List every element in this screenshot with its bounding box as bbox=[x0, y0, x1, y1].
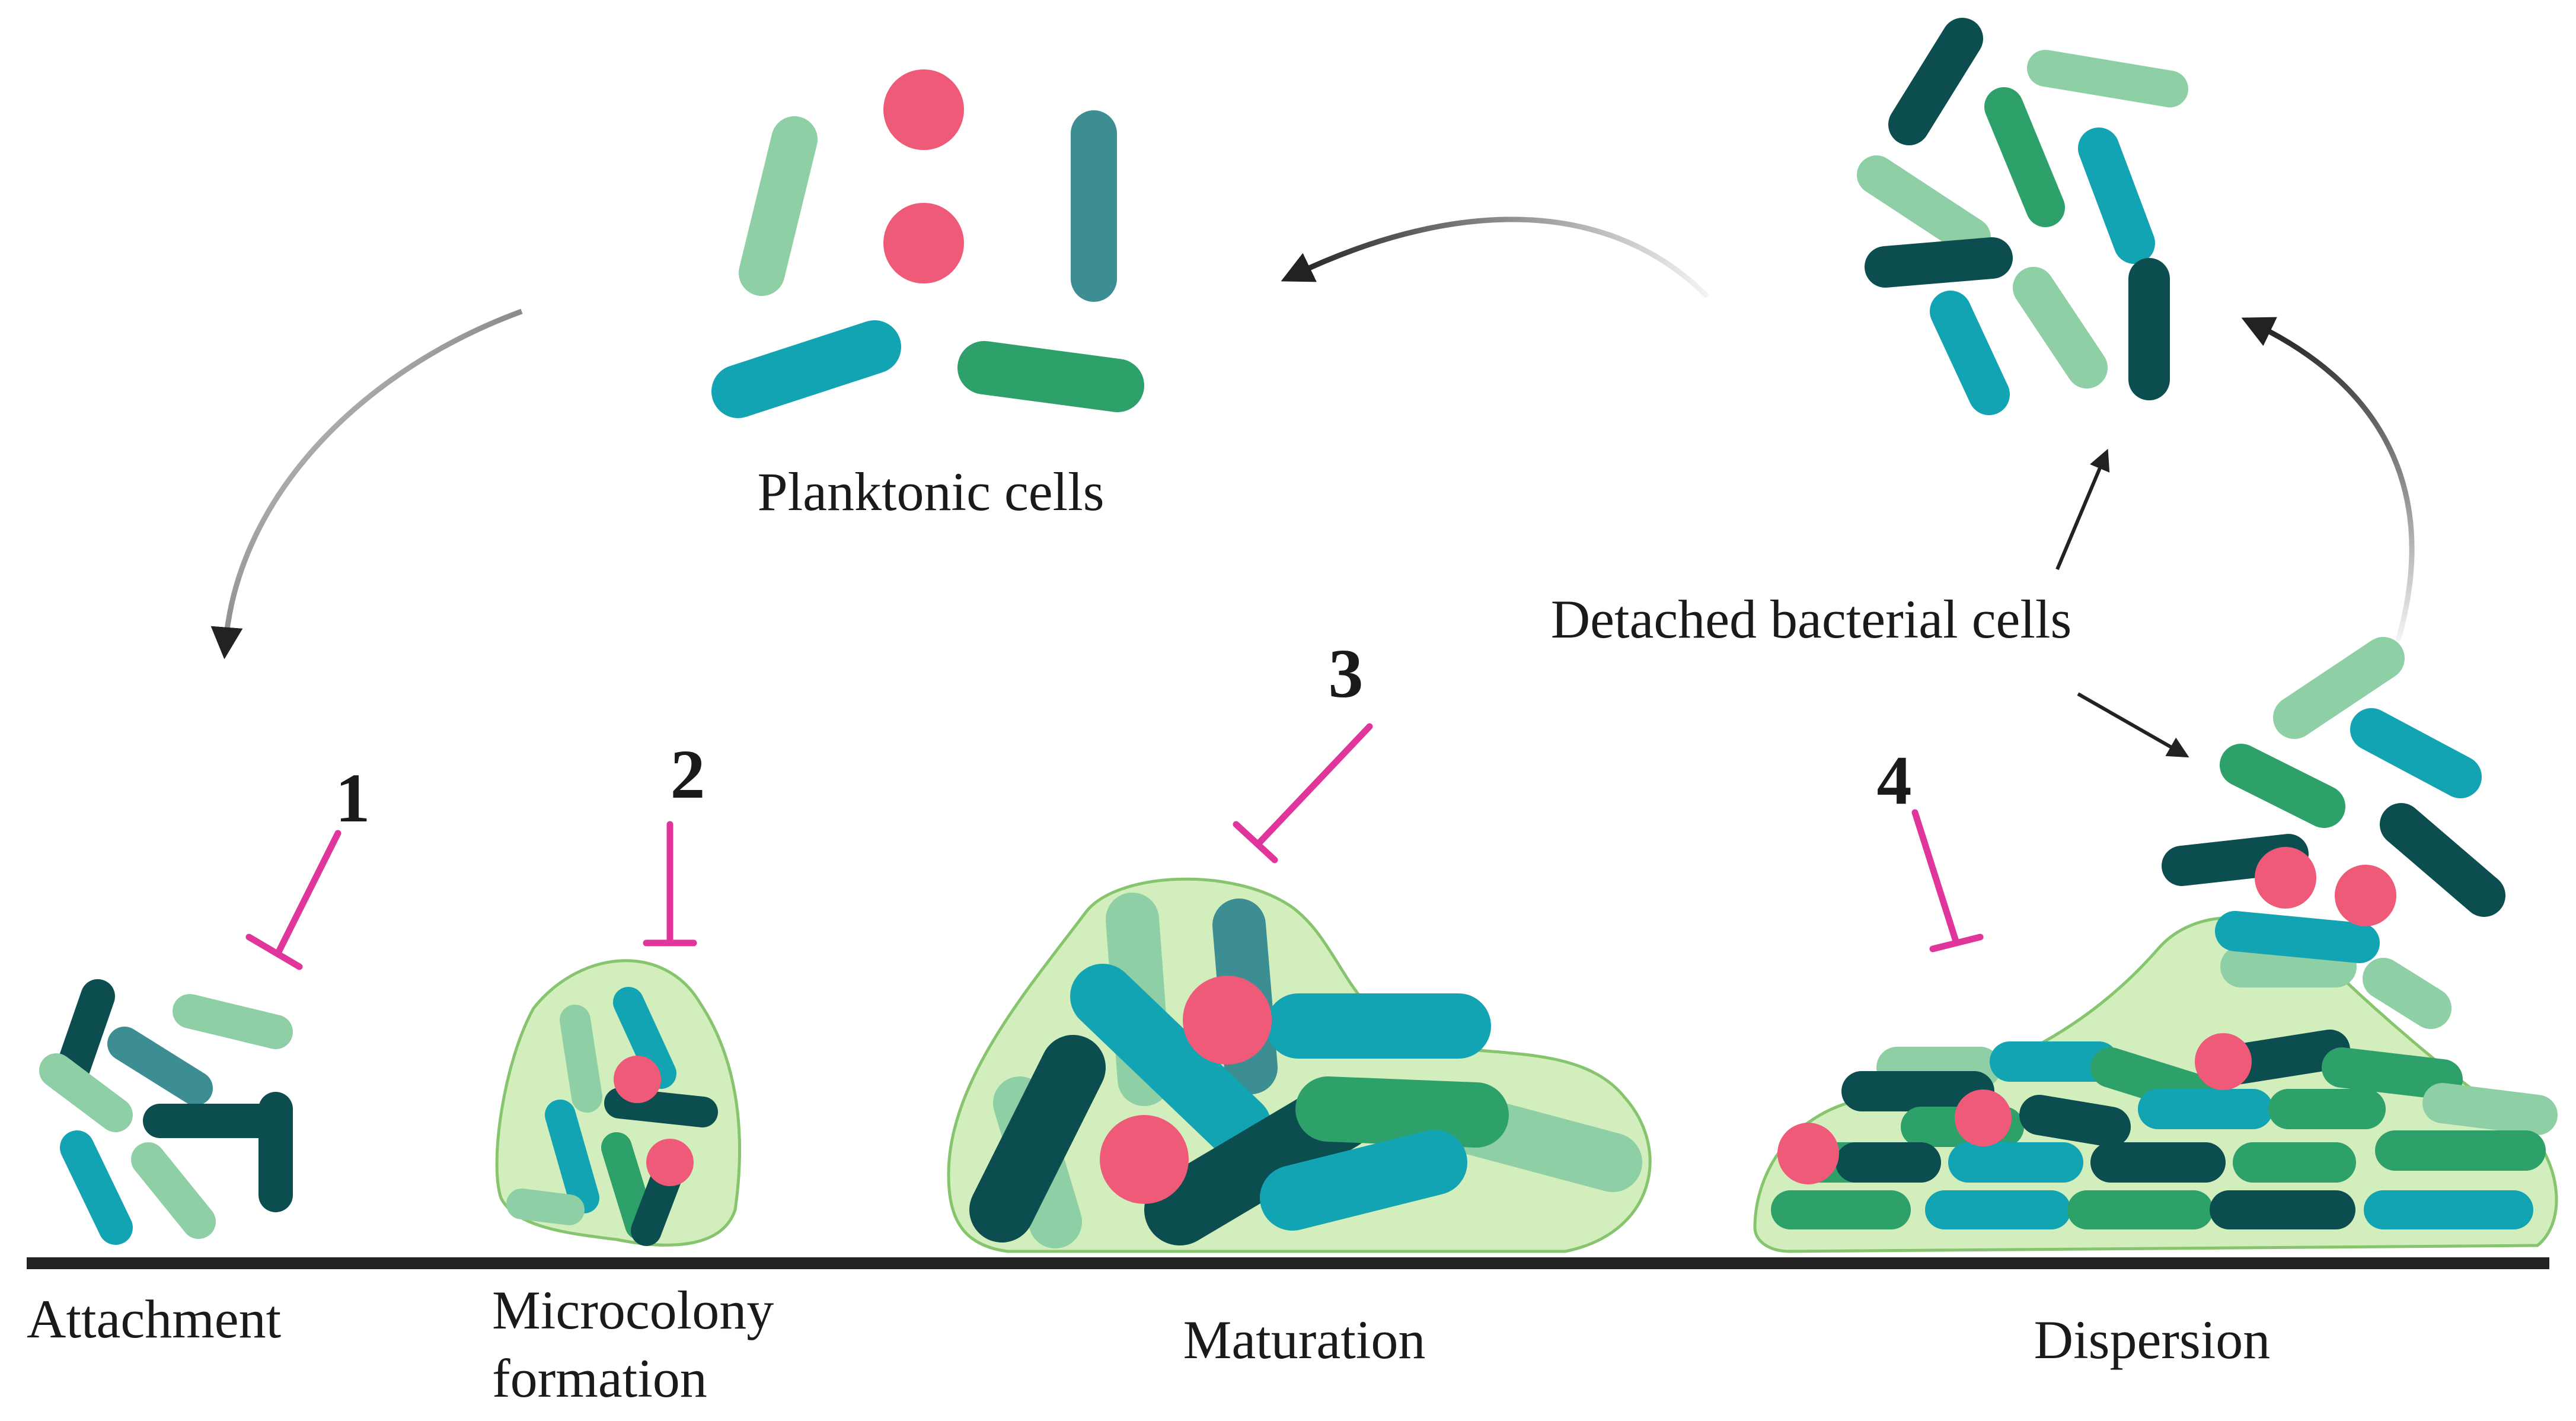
stage-number-1: 1 bbox=[336, 759, 371, 837]
bacterium bbox=[2363, 958, 2451, 1029]
coccus bbox=[1777, 1123, 1839, 1184]
stage-maturation bbox=[947, 877, 1652, 1253]
bacterium bbox=[2013, 267, 2108, 388]
bacterium bbox=[1295, 1076, 1509, 1148]
bacterium bbox=[613, 987, 676, 1089]
arrow-label-to-detached bbox=[2055, 448, 2110, 571]
bacterium bbox=[739, 116, 818, 296]
stage-attachment-cells bbox=[39, 979, 293, 1245]
label-planktonic-cells: Planktonic cells bbox=[757, 461, 1104, 522]
bacterium bbox=[2027, 50, 2188, 107]
arrow-dispersion-to-detached bbox=[2241, 317, 2415, 642]
bacterium bbox=[545, 1100, 599, 1213]
label-detached-bacterial-cells: Detached bacterial cells bbox=[1551, 589, 2072, 649]
coccus bbox=[1955, 1089, 2012, 1146]
bacterium bbox=[2019, 1095, 2131, 1147]
arrow-detached-to-planktonic bbox=[1281, 216, 1710, 299]
coccus bbox=[2255, 847, 2316, 909]
bacterium bbox=[969, 1035, 1106, 1242]
bacterium bbox=[173, 994, 293, 1049]
stage-microcolony bbox=[495, 959, 741, 1247]
bacterium bbox=[2322, 1047, 2463, 1100]
detached-cells-cluster bbox=[1857, 18, 2188, 415]
coccus bbox=[883, 69, 964, 150]
bacterium bbox=[2422, 1083, 2558, 1135]
bacterium bbox=[2078, 128, 2155, 264]
coccus bbox=[2335, 865, 2396, 926]
arrow-planktonic-to-attachment bbox=[210, 308, 523, 659]
coccus bbox=[2195, 1033, 2252, 1090]
bacterium bbox=[1984, 87, 2065, 227]
coccus bbox=[646, 1139, 694, 1186]
bacterium bbox=[506, 1189, 585, 1225]
bacterium bbox=[604, 1088, 718, 1127]
label-microcolony-line1: Microcolony bbox=[492, 1280, 774, 1340]
coccus bbox=[614, 1056, 661, 1103]
stage-number-3: 3 bbox=[1329, 635, 1364, 712]
bacterium bbox=[1930, 291, 2010, 415]
bacterium bbox=[39, 1053, 133, 1132]
label-attachment: Attachment bbox=[27, 1289, 282, 1349]
stage-dispersion bbox=[1753, 637, 2558, 1253]
label-maturation: Maturation bbox=[1183, 1310, 1426, 1370]
cycle-arrows bbox=[210, 216, 2415, 758]
bacterium bbox=[560, 1005, 602, 1113]
bacterium bbox=[601, 1132, 656, 1240]
inhibitor-1 bbox=[245, 830, 341, 970]
inhibitor-3 bbox=[1233, 723, 1373, 864]
bacterium bbox=[54, 979, 115, 1091]
bacterium bbox=[2215, 911, 2380, 963]
bacterium bbox=[2273, 637, 2405, 739]
bacterium bbox=[2350, 708, 2482, 798]
bacterium bbox=[1260, 1130, 1467, 1231]
bacterium bbox=[1070, 964, 1272, 1159]
coccus bbox=[1183, 976, 1272, 1065]
stage-number-4: 4 bbox=[1877, 741, 1912, 819]
label-dispersion: Dispersion bbox=[2034, 1310, 2271, 1370]
bacterium bbox=[60, 1130, 133, 1245]
planktonic-cells-group bbox=[711, 69, 1144, 418]
bacterium bbox=[2220, 744, 2345, 828]
bacterium bbox=[711, 320, 901, 418]
arrow-label-to-biofilm bbox=[2077, 692, 2189, 758]
bacterium bbox=[1857, 155, 1991, 257]
bacterium bbox=[1888, 18, 1983, 145]
bacterium bbox=[957, 341, 1144, 412]
bacterium bbox=[131, 1142, 216, 1239]
coccus bbox=[883, 203, 964, 283]
label-microcolony-line2: formation bbox=[492, 1348, 707, 1409]
stage-number-2: 2 bbox=[671, 735, 706, 813]
bacterium bbox=[1865, 237, 2013, 288]
inhibitor-4 bbox=[1911, 809, 1984, 952]
bacterium bbox=[107, 1027, 213, 1105]
coccus bbox=[1100, 1115, 1189, 1204]
inhibitor-marks bbox=[245, 723, 1984, 970]
inhibitor-2 bbox=[643, 821, 697, 947]
bacterium bbox=[2380, 803, 2505, 917]
